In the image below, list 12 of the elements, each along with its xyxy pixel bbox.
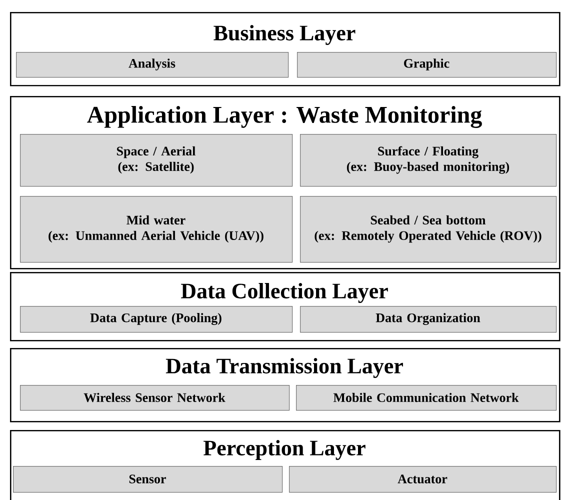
category-box: Mobile Communication Network — [296, 385, 557, 411]
category-box: Space / Aerial (ex: Satellite) — [20, 134, 293, 187]
category-box: Analysis — [16, 52, 289, 78]
category-box: Actuator — [289, 466, 557, 493]
category-box: Data Capture (Pooling) — [20, 306, 293, 333]
category-box: Sensor — [13, 466, 283, 493]
category-box: Graphic — [297, 52, 557, 78]
category-box: Data Organization — [300, 306, 557, 333]
category-box: Mid water (ex: Unmanned Aerial Vehicle (UAV)) — [20, 196, 293, 263]
category-box: Seabed / Sea bottom (ex: Remotely Operated Vehicle (ROV)) — [300, 196, 557, 263]
category-box: Surface / Floating (ex: Buoy-based monitoring) — [300, 134, 557, 187]
category-box: Wireless Sensor Network — [20, 385, 290, 411]
